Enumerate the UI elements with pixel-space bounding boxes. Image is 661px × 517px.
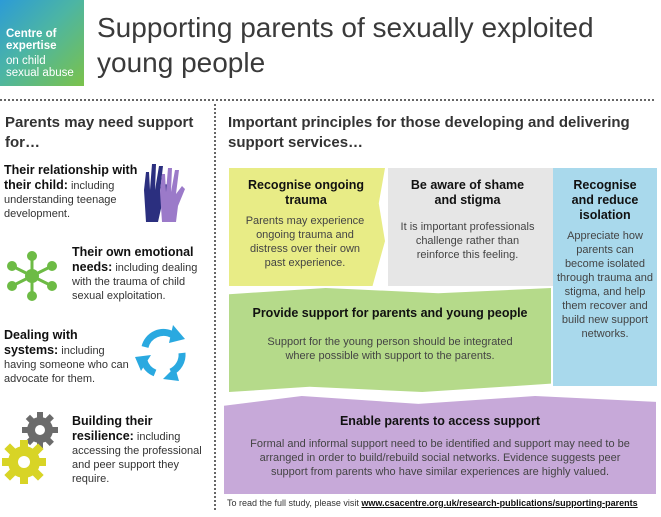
principle-text: It is important professionals challenge … (400, 221, 535, 261)
footer-text: To read the full study, please visit (227, 498, 362, 508)
support-item-title: Their own emotional needs: (72, 245, 194, 274)
principle-shame-stigma: Be aware of shame and stigma It is impor… (388, 168, 553, 286)
gears-icon (2, 412, 58, 484)
footer: To read the full study, please visit www… (227, 498, 638, 508)
principle-reduce-isolation: Recognise and reduce isolation Appreciat… (553, 168, 657, 386)
support-item-emotional: Their own emotional needs: including dea… (72, 245, 210, 303)
left-heading: Parents may need support for… (5, 114, 194, 151)
principle-title: Enable parents to access support (339, 414, 541, 428)
horizontal-divider (0, 99, 654, 101)
principle-recognise-trauma: Recognise ongoing trauma Parents may exp… (229, 168, 385, 286)
study-link[interactable]: www.csacentre.org.uk/research-publicatio… (361, 498, 638, 508)
principle-text: Support for the young person should be i… (267, 336, 513, 362)
principle-access-support: Enable parents to access support Formal … (224, 396, 656, 494)
support-item-text: including having someone who can advocat… (4, 345, 129, 385)
cycle-arrows-icon (135, 325, 186, 381)
principle-title: Be aware of shame and stigma (410, 178, 525, 207)
support-item-text: including dealing with the trauma of chi… (72, 262, 198, 302)
page-title: Supporting parents of sexually exploited… (97, 12, 594, 78)
support-item-title: Dealing with systems: (4, 328, 78, 357)
principle-title: Recognise and reduce isolation (571, 178, 639, 222)
logo: Centre of expertise on child sexual abus… (0, 0, 84, 86)
support-item-text: including understanding teenage developm… (4, 180, 117, 220)
principle-title: Provide support for parents and young pe… (252, 306, 528, 320)
principle-text: Parents may experience ongoing trauma an… (245, 215, 365, 269)
logo-line-1: Centre of expertise (6, 28, 57, 52)
vertical-divider (214, 104, 216, 510)
support-item-systems: Dealing with systems: including having s… (4, 328, 132, 386)
hands-icon (144, 164, 185, 222)
principle-text: Appreciate how parents can become isolat… (557, 230, 654, 340)
support-item-title: Their relationship with their child: (4, 163, 138, 192)
support-item-title: Building their resilience: (72, 414, 153, 443)
support-item-relationship: Their relationship with their child: inc… (4, 163, 139, 221)
principle-title: Recognise ongoing trauma (248, 178, 364, 207)
principle-text: Formal and informal support need to be i… (250, 438, 630, 478)
network-icon (7, 251, 57, 301)
right-heading: Important principles for those developin… (228, 114, 630, 151)
principle-support-parents-young-people: Provide support for parents and young pe… (229, 288, 551, 392)
logo-line-2: on child sexual abuse (6, 55, 74, 79)
support-item-resilience: Building their resilience: including acc… (72, 414, 208, 486)
support-item-text: including accessing the professional and… (72, 431, 202, 485)
